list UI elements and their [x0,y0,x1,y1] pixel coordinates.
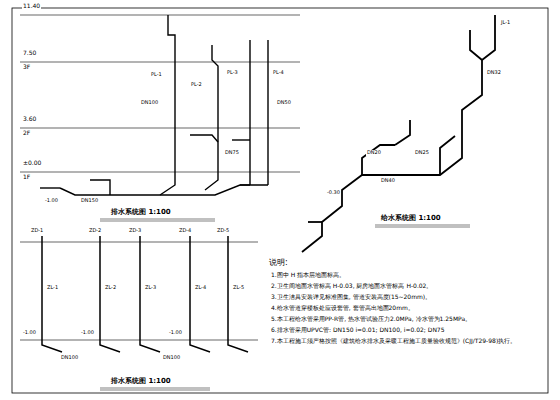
pipe-tag: ZL-4 [194,285,207,291]
label-holder: 1F [22,174,31,181]
pipe-size: DN20 [366,150,382,156]
level-mark: -1.00 [44,198,59,204]
pipe-tag: ZD-2 [88,228,102,234]
label-holder: DN150 [80,198,99,204]
pipe-tag: ZD-4 [178,228,192,234]
label-holder: 给水系统图 1:100 [380,214,442,222]
label-holder: ZD-3 [128,228,142,234]
label-holder: 3.60 [22,116,37,123]
level-mark: 11.40 [22,3,41,10]
label-holder: JL-1 [500,20,511,26]
label-holder: 3.卫生洁具安装详见标准图集, 管道安装高度(15~20mm)。 [270,294,542,301]
floor-mark: 1F [22,174,31,181]
label-holder: ZL-2 [104,285,117,291]
label-holder: PL-4 [272,70,285,76]
label-holder: PL-2 [190,82,203,88]
label-holder: 3F [22,64,31,71]
note-item: 4.给水管道穿楼板处应设套管, 套管高出地面20mm。 [270,305,542,312]
pipe-tag: ZD-5 [216,228,230,234]
level-mark: -1.00 [80,330,95,336]
label-holder: ZD-1 [30,228,44,234]
label-holder: -1.00 [168,330,183,336]
label-holder: 排水系统图 1:100 [110,208,172,216]
pipe-size: DN50 [276,100,292,106]
drawing-caption: 排水系统图 1:100 [110,377,172,385]
pipe-size: DN32 [486,70,502,76]
label-holder: DN20 [366,150,382,156]
label-holder: 2F [22,130,31,137]
note-item: 6.排水管采用UPVC管: DN150 i=0.01; DN100, i=0.0… [270,327,542,334]
label-holder: ZD-4 [178,228,192,234]
label-holder: ZD-5 [216,228,230,234]
label-holder: DN100 [60,355,79,361]
label-holder: 6.排水管采用UPVC管: DN150 i=0.01; DN100, i=0.0… [270,327,542,334]
pipe-size: DN100 [60,355,79,361]
label-holder: 11.40 [22,3,41,10]
label-holder: ZL-5 [232,285,245,291]
label-holder: 1.图中 H 指本层地面标高。 [270,272,542,279]
pipe-tag: ZL-3 [144,285,157,291]
notes-heading: 说明: [268,258,289,267]
label-holder: DN50 [276,100,292,106]
pipe-size: DN25 [414,150,430,156]
label-holder: ZD-2 [88,228,102,234]
label-holder: -1.00 [44,198,59,204]
label-holder: 7.50 [22,50,37,57]
pipe-tag: ZD-3 [128,228,142,234]
floor-mark: 2F [22,130,31,137]
note-item: 1.图中 H 指本层地面标高。 [270,272,542,279]
label-holder: ±0.00 [22,160,42,167]
label-holder: DN40 [380,178,396,184]
pipe-size: DN40 [380,178,396,184]
label-holder: PL-3 [226,70,239,76]
label-holder: 5.本工程给水管采用PP-R管, 热水管试验压力2.0MPa, 冷水管为1.25… [270,316,542,323]
label-holder: ZL-1 [46,285,59,291]
label-holder: -1.00 [80,330,95,336]
pipe-size: DN150 [80,198,99,204]
label-holder: 说明: [268,258,289,267]
label-holder: ZL-4 [194,285,207,291]
pipe-size: DN100 [140,100,159,106]
label-holder: 2.卫生间地面水管标高 H-0.03, 厨房地面水管标高 H-0.02。 [270,283,542,290]
pipe-size: DN100 [162,355,181,361]
label-holder: 7.本工程施工须严格按照《建筑给水排水及采暖工程施工质量验收规范》(CJJ/T2… [270,338,542,345]
level-mark: ±0.00 [22,160,42,167]
drawing-caption: 给水系统图 1:100 [380,214,442,222]
note-item: 7.本工程施工须严格按照《建筑给水排水及采暖工程施工质量验收规范》(CJJ/T2… [270,338,542,345]
label-holder: DN32 [486,70,502,76]
pipe-tag: PL-4 [272,70,285,76]
level-mark: 7.50 [22,50,37,57]
label-holder: -0.30 [326,190,341,196]
pipe-size: DN75 [224,150,240,156]
label-holder: 排水系统图 1:100 [110,377,172,385]
label-holder: DN100 [140,100,159,106]
pipe-tag: PL-1 [150,72,163,78]
pipe-tag: ZD-1 [30,228,44,234]
label-holder: PL-1 [150,72,163,78]
note-item: 3.卫生洁具安装详见标准图集, 管道安装高度(15~20mm)。 [270,294,542,301]
level-mark: 3.60 [22,116,37,123]
level-mark: -1.00 [168,330,183,336]
pipe-tag: ZL-2 [104,285,117,291]
note-item: 5.本工程给水管采用PP-R管, 热水管试验压力2.0MPa, 冷水管为1.25… [270,316,542,323]
pipe-tag: JL-1 [500,20,511,26]
label-holder: DN25 [414,150,430,156]
label-holder: DN75 [224,150,240,156]
level-mark: -1.00 [22,330,37,336]
label-holder: -1.00 [22,330,37,336]
pipe-tag: ZL-1 [46,285,59,291]
note-item: 2.卫生间地面水管标高 H-0.03, 厨房地面水管标高 H-0.02。 [270,283,542,290]
pipe-tag: PL-3 [226,70,239,76]
level-mark: -0.30 [326,190,341,196]
pipe-tag: ZL-5 [232,285,245,291]
label-holder: 4.给水管道穿楼板处应设套管, 套管高出地面20mm。 [270,305,542,312]
pipe-tag: PL-2 [190,82,203,88]
drawing-caption: 排水系统图 1:100 [110,208,172,216]
floor-mark: 3F [22,64,31,71]
label-holder: DN100 [162,355,181,361]
label-holder: ZL-3 [144,285,157,291]
